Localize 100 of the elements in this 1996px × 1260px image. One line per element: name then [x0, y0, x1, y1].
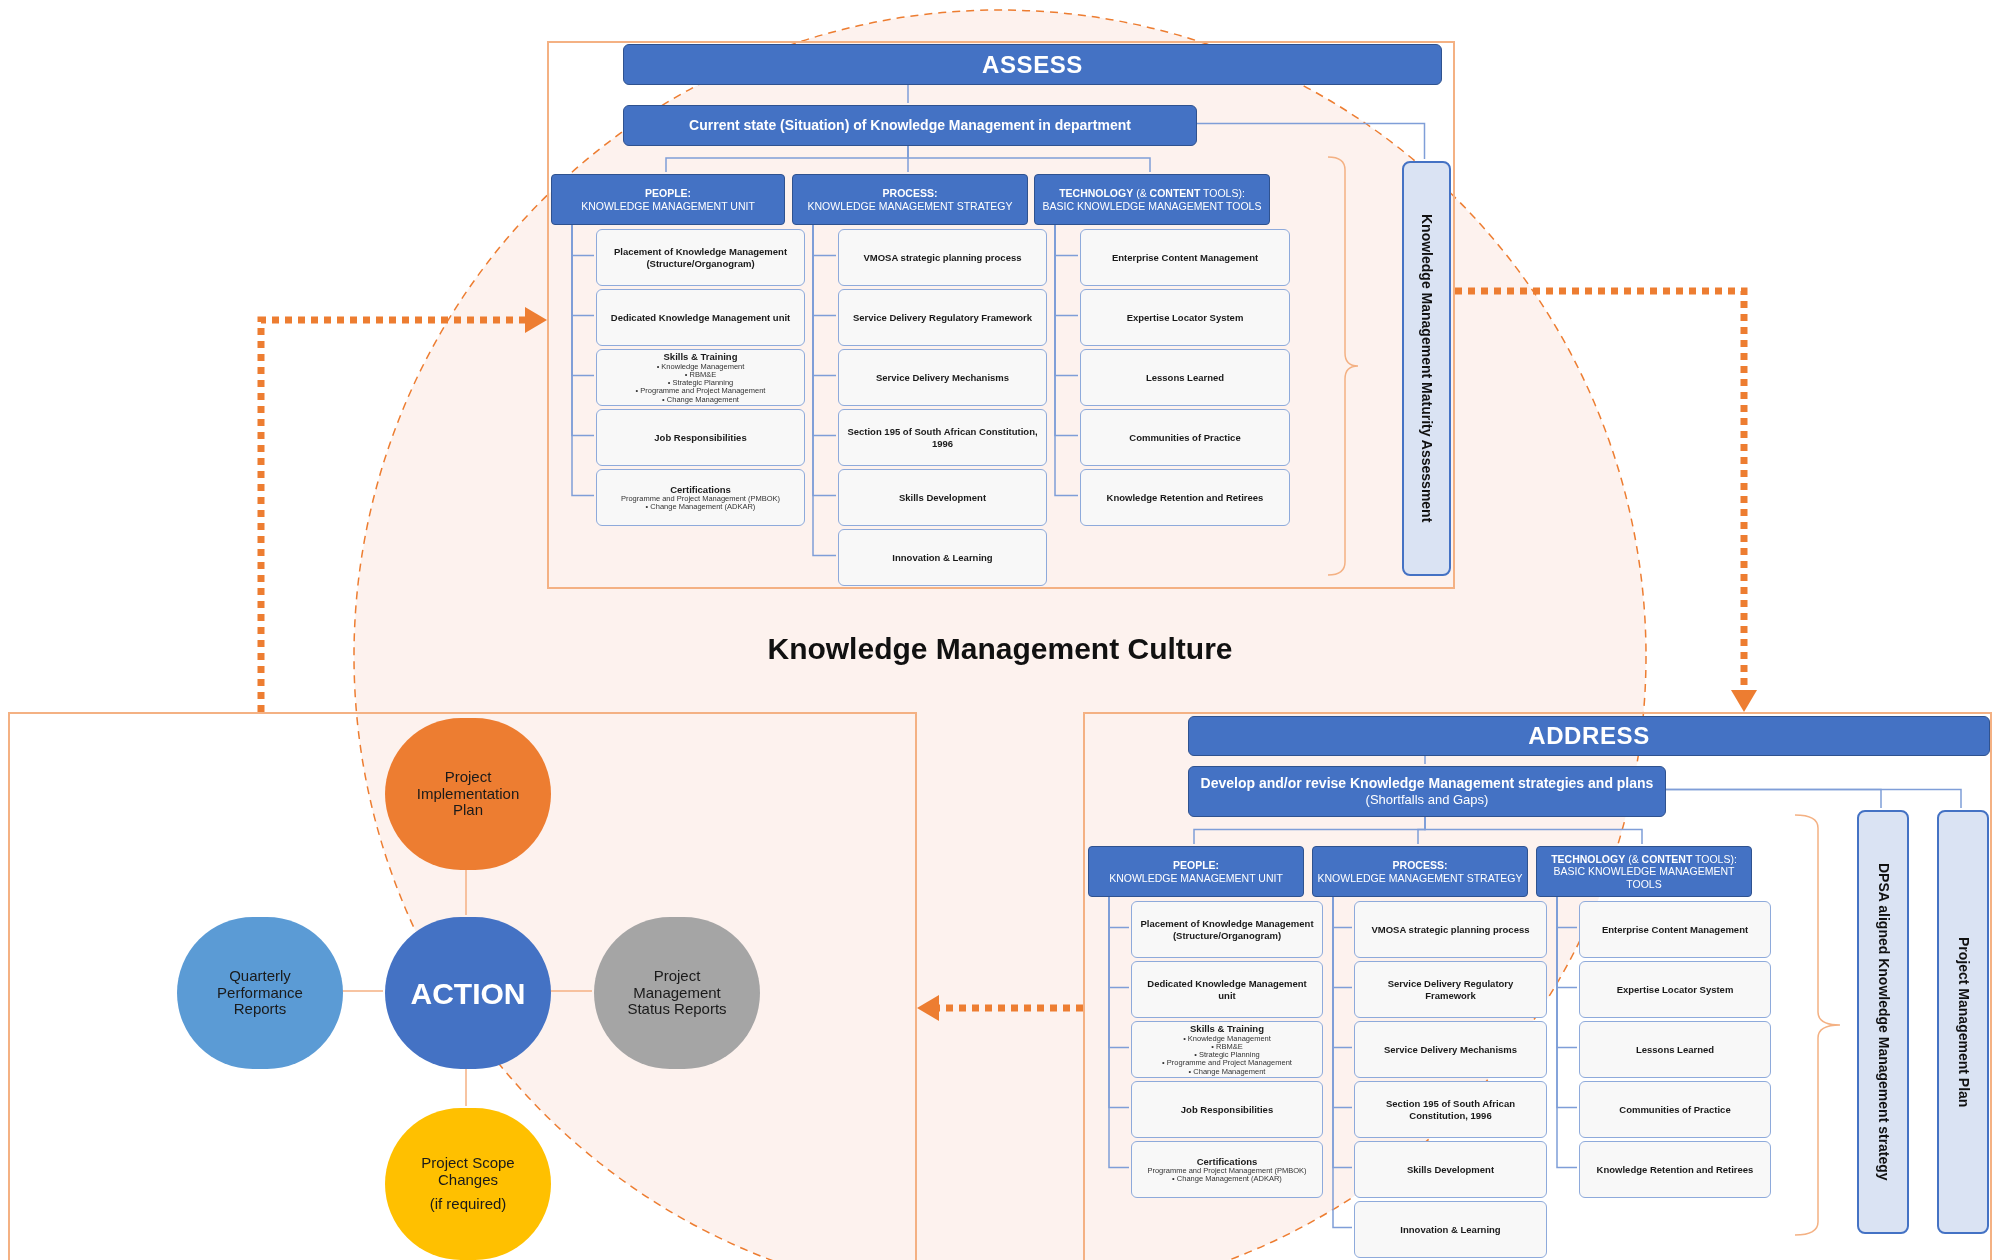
item-text: Skills Development	[1406, 1163, 1495, 1176]
circle-label: Project Management Status Reports	[626, 968, 728, 1018]
column-header-text: KNOWLEDGE MANAGEMENT UNIT	[1109, 871, 1283, 884]
item-box	[596, 349, 805, 406]
item-box	[838, 409, 1047, 466]
item-text: Skills & Training	[1190, 1023, 1264, 1035]
column-header-text: PROCESS:	[1392, 859, 1448, 872]
header-text: ASSESS	[982, 49, 1083, 80]
column-header-text: PEOPLE:	[644, 187, 692, 200]
vertical-label: Project Management Plan	[1954, 936, 1973, 1108]
item-text: Lessons Learned	[1145, 371, 1225, 384]
item-text: Service Delivery Regulatory Framework	[1386, 978, 1515, 1001]
culture-label: Knowledge Management Culture	[766, 631, 1234, 667]
column-header-text: PEOPLE:	[1172, 859, 1220, 872]
item-text: Section 195 of South African Constitution, 1996	[1385, 1098, 1516, 1121]
item-text: VMOSA strategic planning process	[863, 251, 1022, 264]
item-text: Placement of Knowledge Management (Structure/Organogram)	[1140, 918, 1314, 941]
column-header	[1536, 846, 1752, 897]
vertical-label: Knowledge Management Maturity Assessment	[1418, 214, 1436, 523]
subheader-bar	[623, 105, 1197, 146]
circle-label: Project Implementation Plan	[415, 769, 521, 819]
item-box	[1131, 1081, 1323, 1138]
vertical-box	[1402, 161, 1451, 576]
header-bar	[1188, 716, 1990, 756]
item-text: Skills & Training	[663, 351, 738, 363]
column-header-text: TECHNOLOGY (& CONTENT TOOLS):	[1059, 187, 1245, 200]
item-text: Service Delivery Regulatory Framework	[853, 311, 1032, 324]
item-text: Job Responsibilities	[1180, 1103, 1274, 1116]
header-text: ADDRESS	[1528, 721, 1650, 751]
column-header	[551, 174, 785, 225]
item-box	[1579, 1081, 1771, 1138]
item-box	[596, 469, 805, 526]
column-header	[1034, 174, 1270, 225]
item-text: Expertise Locator System	[1616, 983, 1734, 996]
item-text: Job Responsibilities	[654, 431, 747, 444]
column-header-text: BASIC KNOWLEDGE MANAGEMENT TOOLS	[1552, 865, 1736, 890]
item-box	[596, 229, 805, 286]
item-text: Certifications	[670, 483, 731, 495]
item-box	[1131, 1021, 1323, 1078]
arrow	[1455, 287, 1757, 712]
subheader-text: (Shortfalls and Gaps)	[1365, 792, 1489, 809]
subheader-text: Develop and/or revise Knowledge Management strategies and plans	[1200, 774, 1654, 793]
item-box	[1080, 289, 1290, 346]
item-text: Innovation & Learning	[892, 551, 993, 564]
item-text: Lessons Learned	[1635, 1043, 1715, 1056]
item-box	[1579, 961, 1771, 1018]
item-text: Service Delivery Mechanisms	[1383, 1043, 1518, 1056]
item-box	[1354, 1201, 1547, 1258]
item-text: Certifications	[1196, 1155, 1258, 1167]
column-header	[1088, 846, 1304, 897]
item-text: Innovation & Learning	[1400, 1223, 1501, 1236]
item-box	[1131, 901, 1323, 958]
item-box	[1131, 961, 1323, 1018]
vertical-label: DPSA aligned Knowledge Management strategy	[1874, 863, 1893, 1181]
item-box	[838, 349, 1047, 406]
circle-label: Project Scope Changes	[420, 1155, 516, 1189]
item-box	[1131, 1141, 1323, 1198]
column-header-text: KNOWLEDGE MANAGEMENT STRATEGY	[807, 199, 1013, 212]
header-bar	[623, 44, 1442, 85]
subheader-text: Current state (Situation) of Knowledge Management in department	[689, 116, 1131, 135]
item-box	[1579, 901, 1771, 958]
item-box	[1080, 229, 1290, 286]
item-box	[838, 469, 1047, 526]
item-box	[596, 289, 805, 346]
item-box	[1354, 961, 1547, 1018]
connector-line	[340, 990, 384, 992]
section-frame	[547, 41, 1455, 589]
vertical-box	[1857, 810, 1909, 1234]
section-frame	[1083, 712, 1992, 1260]
item-text: Dedicated Knowledge Management unit	[1146, 978, 1308, 1001]
item-box	[838, 289, 1047, 346]
circle-label: Quarterly Performance Reports	[216, 968, 304, 1018]
column-header-text: TECHNOLOGY (& CONTENT TOOLS):	[1551, 853, 1737, 866]
item-box	[1080, 409, 1290, 466]
item-text: Section 195 of South African Constitution, 1996	[847, 426, 1038, 449]
item-box	[1579, 1021, 1771, 1078]
item-box	[1354, 1021, 1547, 1078]
item-text: Skills Development	[898, 491, 987, 504]
item-text: Expertise Locator System	[1126, 311, 1244, 324]
vertical-box	[1937, 810, 1989, 1234]
item-box	[1354, 1141, 1547, 1198]
column-header	[1312, 846, 1528, 897]
item-box	[1354, 901, 1547, 958]
item-text: Placement of Knowledge Management (Structure/Organogram)	[612, 246, 789, 269]
item-text: Dedicated Knowledge Management unit	[610, 311, 791, 324]
item-box	[838, 529, 1047, 586]
circle-label: ACTION	[410, 975, 526, 1012]
column-header-text: KNOWLEDGE MANAGEMENT UNIT	[581, 199, 755, 212]
item-text: VMOSA strategic planning process	[1371, 923, 1530, 936]
item-box	[1579, 1141, 1771, 1198]
item-text: Knowledge Retention and Retirees	[1596, 1163, 1754, 1176]
item-text: Enterprise Content Management	[1111, 251, 1259, 264]
item-text: Communities of Practice	[1129, 431, 1241, 444]
item-text: Service Delivery Mechanisms	[875, 371, 1010, 384]
item-text: Communities of Practice	[1619, 1103, 1731, 1116]
item-text: Knowledge Retention and Retirees	[1106, 491, 1264, 504]
subheader-bar	[1188, 766, 1666, 817]
item-box	[1354, 1081, 1547, 1138]
column-header	[792, 174, 1028, 225]
column-header-text: BASIC KNOWLEDGE MANAGEMENT TOOLS	[1042, 199, 1262, 212]
